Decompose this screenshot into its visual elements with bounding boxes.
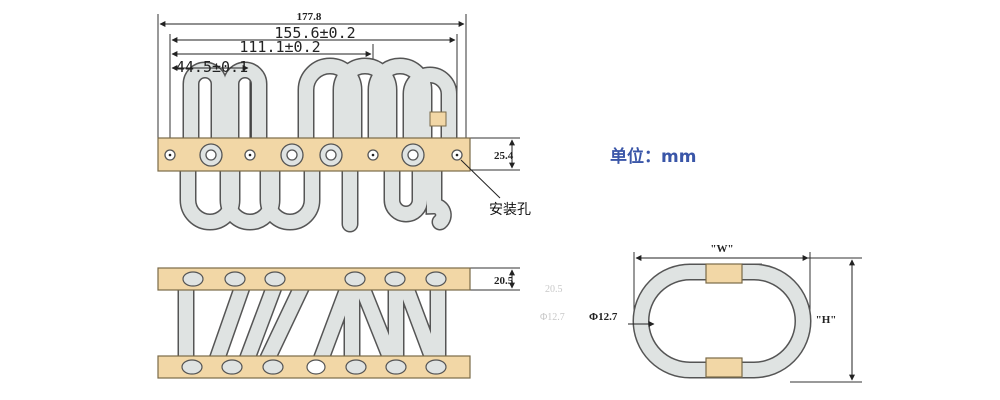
dim-width-label: "W" [710, 243, 733, 255]
dim-side-height: 20.5 [494, 275, 514, 287]
side-upper-bar [157, 267, 471, 291]
ghost-mark: Φ12.7 [540, 312, 565, 323]
dim-height-label: "H" [816, 314, 837, 326]
dim-hole-span: 155.6±0.2 [274, 24, 355, 42]
end-lower-block [705, 357, 743, 378]
dim-overall-length: 177.8 [297, 11, 322, 23]
top-view: 177.8 155.6±0.2 111.1±0.2 44.5±0.1 25.4 … [157, 11, 531, 233]
dim-inner-span: 111.1±0.2 [239, 38, 320, 56]
mounting-hole-callout: 安装孔 [489, 202, 531, 218]
bolt-heads [199, 143, 425, 167]
dim-diameter: Φ12.7 [589, 311, 618, 323]
side-view: 20.5 20.5 Φ12.7 [157, 267, 565, 379]
dim-bar-height: 25.4 [494, 150, 514, 162]
ghost-mark: 20.5 [545, 284, 563, 295]
end-upper-block [705, 263, 743, 284]
dim-left-span: 44.5±0.1 [176, 58, 248, 76]
unit-label: 单位：mm [610, 146, 696, 167]
end-view: "W" "H" Φ12.7 [589, 243, 862, 383]
